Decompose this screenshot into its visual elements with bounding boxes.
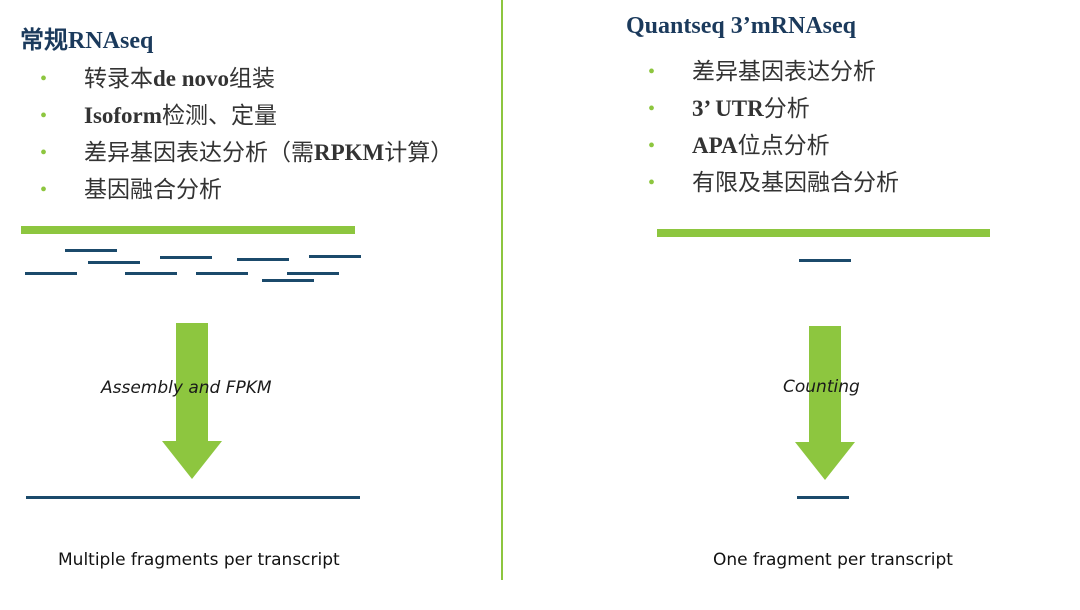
read-fragment bbox=[237, 258, 289, 261]
bullet-dot-icon: • bbox=[648, 98, 656, 120]
left-bullet-item: •Isoform检测、定量 bbox=[40, 101, 453, 138]
right-bullet-item: •差异基因表达分析 bbox=[648, 57, 899, 94]
counted-fragment bbox=[797, 496, 849, 499]
left-transcript-bar bbox=[21, 226, 355, 234]
down-arrow-shaft bbox=[176, 323, 208, 443]
read-fragment bbox=[88, 261, 140, 264]
right-caption: One fragment per transcript bbox=[713, 550, 953, 570]
right-bullet-item: •有限及基因融合分析 bbox=[648, 168, 899, 205]
assembled-transcript-line bbox=[26, 496, 360, 499]
read-fragment bbox=[125, 272, 177, 275]
read-fragment bbox=[25, 272, 77, 275]
right-bullet-list: •差异基因表达分析 •3’ UTR分析 •APA位点分析 •有限及基因融合分析 bbox=[648, 57, 899, 205]
right-bullet-item: •APA位点分析 bbox=[648, 131, 899, 168]
right-transcript-bar bbox=[657, 229, 990, 237]
left-arrow-label: Assembly and FPKM bbox=[101, 378, 272, 398]
read-fragment bbox=[309, 255, 361, 258]
left-bullet-item: •基因融合分析 bbox=[40, 175, 453, 212]
down-arrow-icon bbox=[162, 441, 222, 479]
left-bullet-item: •转录本de novo组装 bbox=[40, 64, 453, 101]
read-fragment bbox=[799, 259, 851, 262]
bullet-dot-icon: • bbox=[40, 142, 48, 164]
bullet-dot-icon: • bbox=[40, 68, 48, 90]
read-fragment bbox=[196, 272, 248, 275]
left-title: 常规RNAseq bbox=[20, 28, 154, 54]
left-caption: Multiple fragments per transcript bbox=[58, 550, 340, 570]
read-fragment bbox=[160, 256, 212, 259]
bullet-dot-icon: • bbox=[648, 135, 656, 157]
bullet-dot-icon: • bbox=[648, 61, 656, 83]
column-divider bbox=[501, 0, 503, 580]
read-fragment bbox=[287, 272, 339, 275]
read-fragment bbox=[262, 279, 314, 282]
right-bullet-item: •3’ UTR分析 bbox=[648, 94, 899, 131]
bullet-dot-icon: • bbox=[40, 179, 48, 201]
down-arrow-icon bbox=[795, 442, 855, 480]
bullet-dot-icon: • bbox=[648, 172, 656, 194]
bullet-dot-icon: • bbox=[40, 105, 48, 127]
down-arrow-shaft bbox=[809, 326, 841, 444]
right-arrow-label: Counting bbox=[783, 377, 860, 397]
left-bullet-item: •差异基因表达分析（需RPKM计算） bbox=[40, 138, 453, 175]
read-fragment bbox=[65, 249, 117, 252]
right-title: Quantseq 3’mRNAseq bbox=[626, 13, 857, 39]
left-bullet-list: •转录本de novo组装 •Isoform检测、定量 •差异基因表达分析（需R… bbox=[40, 64, 453, 212]
